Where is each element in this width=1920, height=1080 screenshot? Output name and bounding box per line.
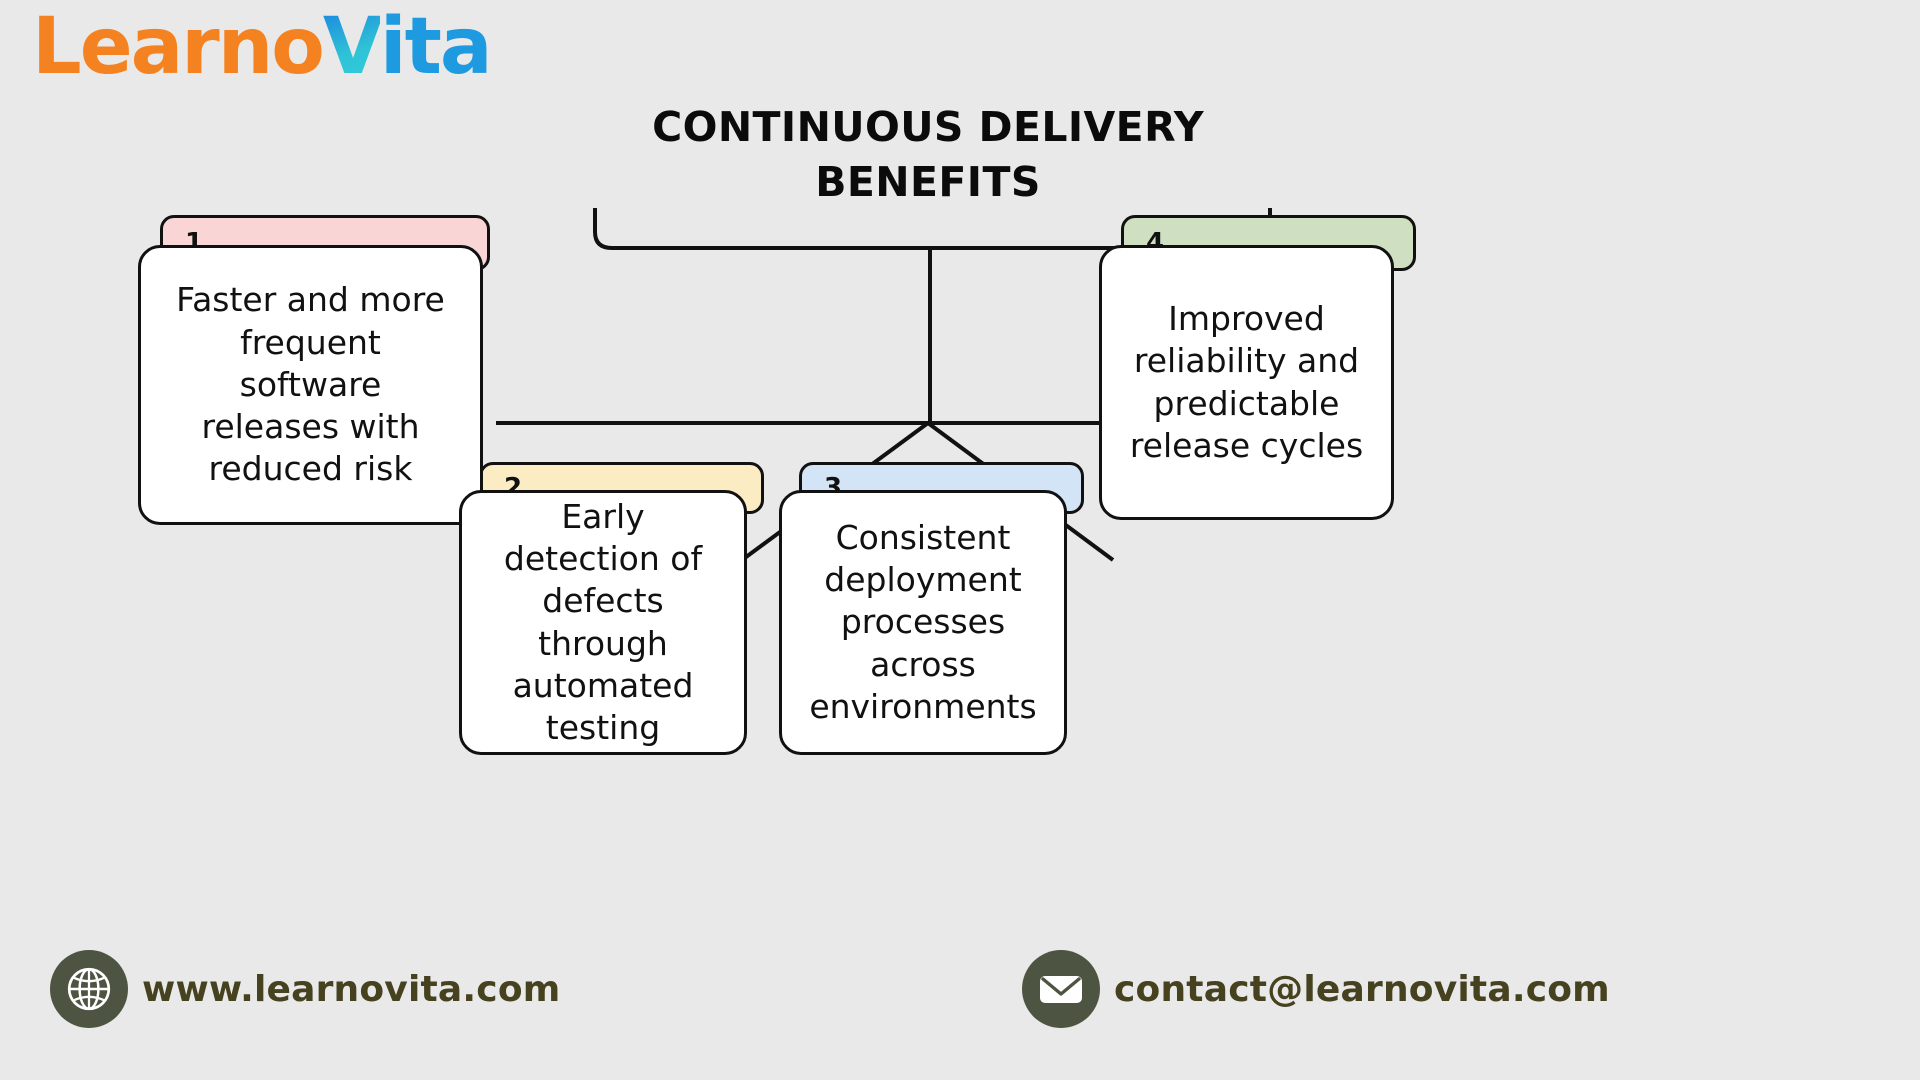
benefit-card-2-body: Early detection of defects through autom… <box>459 490 747 755</box>
benefit-card-1-body: Faster and more frequent software releas… <box>138 245 483 525</box>
page-title-line-2: BENEFITS <box>815 158 1041 207</box>
benefit-card-4-text: Improved reliability and predictable rel… <box>1129 299 1364 465</box>
logo-text-learno: Learno <box>32 2 325 92</box>
footer-website-label: www.learnovita.com <box>142 968 561 1010</box>
footer-email-label: contact@learnovita.com <box>1114 968 1610 1010</box>
benefit-card-4-body: Improved reliability and predictable rel… <box>1099 245 1394 520</box>
footer-email[interactable]: contact@learnovita.com <box>1022 950 1610 1028</box>
learnovita-logo: LearnoVita <box>32 8 492 86</box>
benefit-card-3-body: Consistent deployment processes across e… <box>779 490 1067 755</box>
logo-text-v: V <box>322 2 382 92</box>
page-title: CONTINUOUS DELIVERY BENEFITS <box>508 100 1348 211</box>
logo-text-ita: ita <box>379 2 493 92</box>
benefit-card-2[interactable]: 2 Early detection of defects through aut… <box>459 462 779 762</box>
footer-website[interactable]: www.learnovita.com <box>50 950 560 1028</box>
benefit-card-3[interactable]: 3 Consistent deployment processes across… <box>779 462 1099 762</box>
page-title-line-1: CONTINUOUS DELIVERY <box>652 103 1204 151</box>
benefit-card-1[interactable]: 1 Faster and more frequent software rele… <box>138 215 498 535</box>
globe-icon <box>50 950 128 1028</box>
benefit-card-2-text: Early detection of defects through autom… <box>503 496 703 747</box>
benefit-card-3-text: Consistent deployment processes across e… <box>809 517 1037 726</box>
envelope-icon <box>1022 950 1100 1028</box>
benefit-card-1-text: Faster and more frequent software releas… <box>176 280 445 489</box>
benefit-card-4[interactable]: 4 Improved reliability and predictable r… <box>1099 215 1429 535</box>
